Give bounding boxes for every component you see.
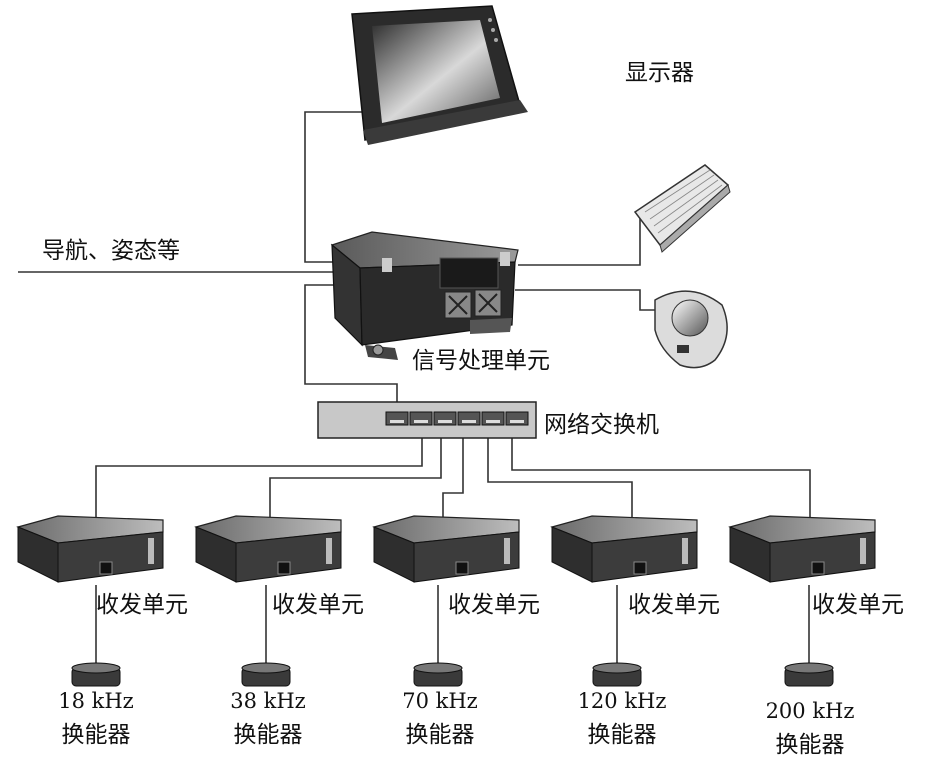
trackball-device	[654, 290, 728, 369]
frequency-label: 200 kHz	[766, 699, 855, 723]
transducer-label: 换能器	[406, 722, 475, 748]
network-switch	[317, 401, 537, 439]
transceiver-label: 收发单元	[448, 592, 540, 618]
signal-unit-label: 信号处理单元	[412, 348, 550, 374]
transceiver-label: 收发单元	[272, 592, 364, 618]
frequency-label: 38 kHz	[230, 689, 306, 713]
transducer-device	[592, 662, 642, 687]
signal-processing-unit	[330, 231, 519, 360]
transceiver-unit	[550, 515, 698, 583]
transducer-label: 换能器	[776, 732, 845, 758]
transceiver-units	[16, 515, 876, 583]
transceiver-label: 收发单元	[812, 592, 904, 618]
transducer-labels: 18 kHz 换能器 38 kHz 换能器 70 kHz 换能器 120 kHz…	[58, 689, 854, 758]
keyboard-device	[633, 164, 731, 253]
transceiver-labels: 收发单元 收发单元 收发单元 收发单元 收发单元	[96, 592, 904, 618]
transceiver-unit	[16, 515, 164, 583]
display-label: 显示器	[625, 60, 694, 86]
transducer-label: 换能器	[62, 722, 131, 748]
nav-label: 导航、姿态等	[42, 238, 180, 264]
transducer-device	[413, 662, 463, 687]
transducer-device	[784, 662, 834, 687]
transceiver-label: 收发单元	[96, 592, 188, 618]
frequency-label: 70 kHz	[402, 689, 478, 713]
frequency-label: 120 kHz	[578, 689, 667, 713]
transceiver-unit	[372, 515, 520, 583]
transducer-device	[241, 662, 291, 687]
frequency-label: 18 kHz	[58, 689, 134, 713]
transducer-label: 换能器	[588, 722, 657, 748]
connection-lines	[18, 111, 811, 668]
transceiver-label: 收发单元	[628, 592, 720, 618]
switch-label: 网络交换机	[544, 412, 659, 438]
transducer-device	[71, 662, 121, 687]
transducer-devices	[71, 662, 834, 687]
transducer-label: 换能器	[234, 722, 303, 748]
transceiver-unit	[728, 515, 876, 583]
transceiver-unit	[194, 515, 342, 583]
monitor-device	[351, 5, 528, 145]
